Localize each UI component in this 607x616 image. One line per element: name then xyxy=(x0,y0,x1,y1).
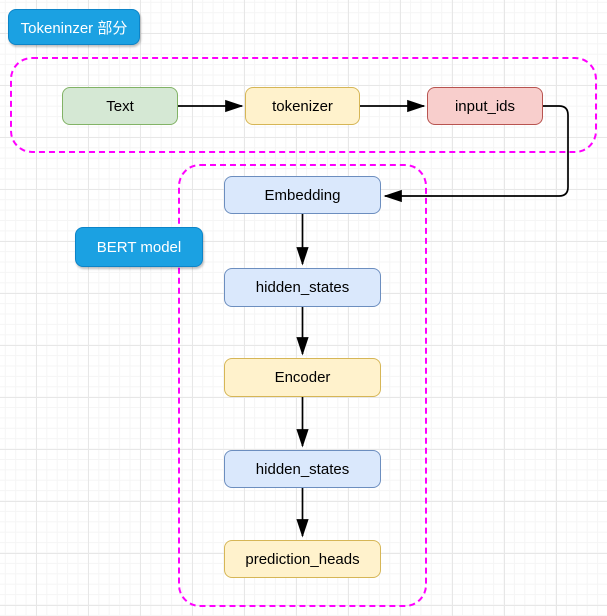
section-label-bert-model: BERT model xyxy=(75,227,203,267)
bert-group-container xyxy=(178,164,427,607)
tokenizer-group-container xyxy=(10,57,597,153)
node-encoder: Encoder xyxy=(224,358,381,397)
node-input-ids: input_ids xyxy=(427,87,543,125)
node-text: Text xyxy=(62,87,178,125)
node-hidden-states-1: hidden_states xyxy=(224,268,381,307)
node-tokenizer: tokenizer xyxy=(245,87,360,125)
section-label-tokenizer: Tokeninzer 部分 xyxy=(8,9,140,45)
node-prediction-heads: prediction_heads xyxy=(224,540,381,578)
node-embedding: Embedding xyxy=(224,176,381,214)
node-hidden-states-2: hidden_states xyxy=(224,450,381,488)
